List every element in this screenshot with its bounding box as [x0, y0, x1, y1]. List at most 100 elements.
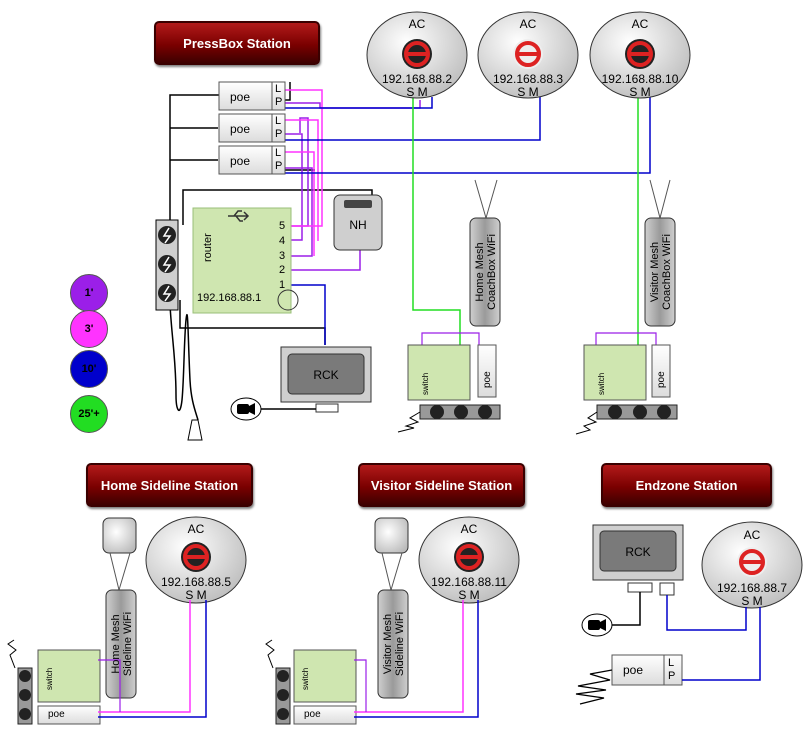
- router-port: 3: [279, 250, 286, 262]
- network-switch: [407, 344, 471, 401]
- poe-injector: [218, 145, 286, 175]
- router-port: 4: [279, 235, 286, 247]
- router-port: 2: [279, 264, 286, 276]
- router-port: 5: [279, 220, 286, 232]
- rck-label: RCK: [313, 368, 339, 382]
- camera-icon: [581, 613, 613, 637]
- ap-ip: 192.168.88.3: [492, 72, 564, 86]
- poe-label: poe: [482, 371, 493, 388]
- camera-icon: [230, 397, 262, 421]
- home-sideline-station-title: Home Sideline Station: [86, 463, 253, 507]
- poe-label: poe: [230, 90, 251, 104]
- router-ip: 192.168.88.1: [197, 292, 262, 304]
- poe-injector: [218, 81, 286, 111]
- sideline-radio: [102, 517, 137, 554]
- ap-ports: S M: [458, 588, 480, 602]
- poe-port-l: L: [275, 115, 282, 127]
- ap-label: AC: [187, 522, 205, 536]
- poe-injector: [293, 705, 357, 725]
- switch-label: switch: [45, 667, 54, 690]
- poe-label: poe: [656, 371, 667, 388]
- switch-label: switch: [301, 667, 310, 690]
- poe-port-l: L: [275, 147, 282, 159]
- brand-logo: [625, 39, 655, 69]
- ap-ip: 192.168.88.7: [716, 581, 788, 595]
- mesh-radio: [644, 217, 676, 327]
- ap-ports: S M: [517, 85, 539, 99]
- brand-logo: [402, 39, 432, 69]
- pressbox-station-title: PressBox Station: [154, 21, 320, 65]
- poe-port-p: P: [275, 96, 283, 108]
- mesh-radio: [377, 589, 409, 699]
- very-long-cables-25ft: [412, 97, 639, 350]
- router-label: router: [202, 233, 214, 262]
- power-strip: [155, 219, 179, 311]
- visitor-sideline-station-title: Visitor Sideline Station: [358, 463, 525, 507]
- switch-label: switch: [597, 372, 606, 395]
- network-switch: [583, 344, 647, 401]
- poe-injector: [37, 705, 101, 725]
- rck-label: RCK: [625, 545, 651, 559]
- ap-label: AC: [743, 528, 761, 542]
- power-strip: [17, 667, 33, 725]
- brand-logo: [737, 547, 767, 577]
- ap-ip: 192.168.88.5: [160, 575, 232, 589]
- network-switch: [293, 649, 357, 703]
- poe-injector: [477, 344, 497, 398]
- legend-1ft: 1': [70, 274, 108, 312]
- poe-label: poe: [230, 154, 251, 168]
- poe-port-p: P: [275, 160, 283, 172]
- nh-label: NH: [349, 218, 367, 232]
- legend-10ft: 10': [70, 350, 108, 388]
- medium-cables-3ft: [285, 89, 323, 256]
- ap-ip: 192.168.88.11: [431, 575, 507, 589]
- rck-box: [592, 524, 684, 596]
- poe-injector: [611, 654, 683, 686]
- router-port: 1: [279, 279, 286, 291]
- ap-ports: S M: [741, 594, 763, 608]
- poe-port-p: P: [668, 670, 676, 682]
- ap-label: AC: [631, 17, 649, 31]
- legend-25ft: 25'+: [70, 395, 108, 433]
- switch-label: switch: [421, 372, 430, 395]
- rck-box: [280, 346, 372, 413]
- mesh-radio: [105, 589, 137, 699]
- poe-injector: [218, 113, 286, 143]
- ap-ports: S M: [406, 85, 428, 99]
- usb-icon: [228, 210, 250, 222]
- power-strip: [596, 404, 678, 420]
- ap-ip: 192.168.88.10: [601, 72, 679, 86]
- brand-logo: [513, 39, 543, 69]
- power-strip: [275, 667, 291, 725]
- long-cables-10ft: [285, 97, 651, 345]
- brand-logo: [454, 542, 484, 572]
- brand-logo: [181, 542, 211, 572]
- router: [192, 207, 299, 314]
- ap-ip: 192.168.88.2: [381, 72, 453, 86]
- sideline-radio: [374, 517, 409, 554]
- network-hub: [333, 194, 383, 251]
- poe-port-l: L: [275, 83, 282, 95]
- poe-port-p: P: [275, 128, 283, 140]
- ap-ports: S M: [629, 85, 651, 99]
- ap-ports: S M: [185, 588, 207, 602]
- ap-label: AC: [519, 17, 537, 31]
- mesh-radio: [469, 217, 501, 327]
- poe-label: poe: [623, 663, 644, 677]
- poe-label: poe: [304, 709, 321, 720]
- network-switch: [37, 649, 101, 703]
- plug-icon: [187, 419, 203, 441]
- endzone-station-title: Endzone Station: [601, 463, 772, 507]
- poe-label: poe: [48, 709, 65, 720]
- poe-port-l: L: [668, 657, 675, 669]
- ap-label: AC: [408, 17, 426, 31]
- legend-3ft: 3': [70, 310, 108, 348]
- poe-injector: [651, 344, 671, 398]
- poe-label: poe: [230, 122, 251, 136]
- power-strip: [419, 404, 501, 420]
